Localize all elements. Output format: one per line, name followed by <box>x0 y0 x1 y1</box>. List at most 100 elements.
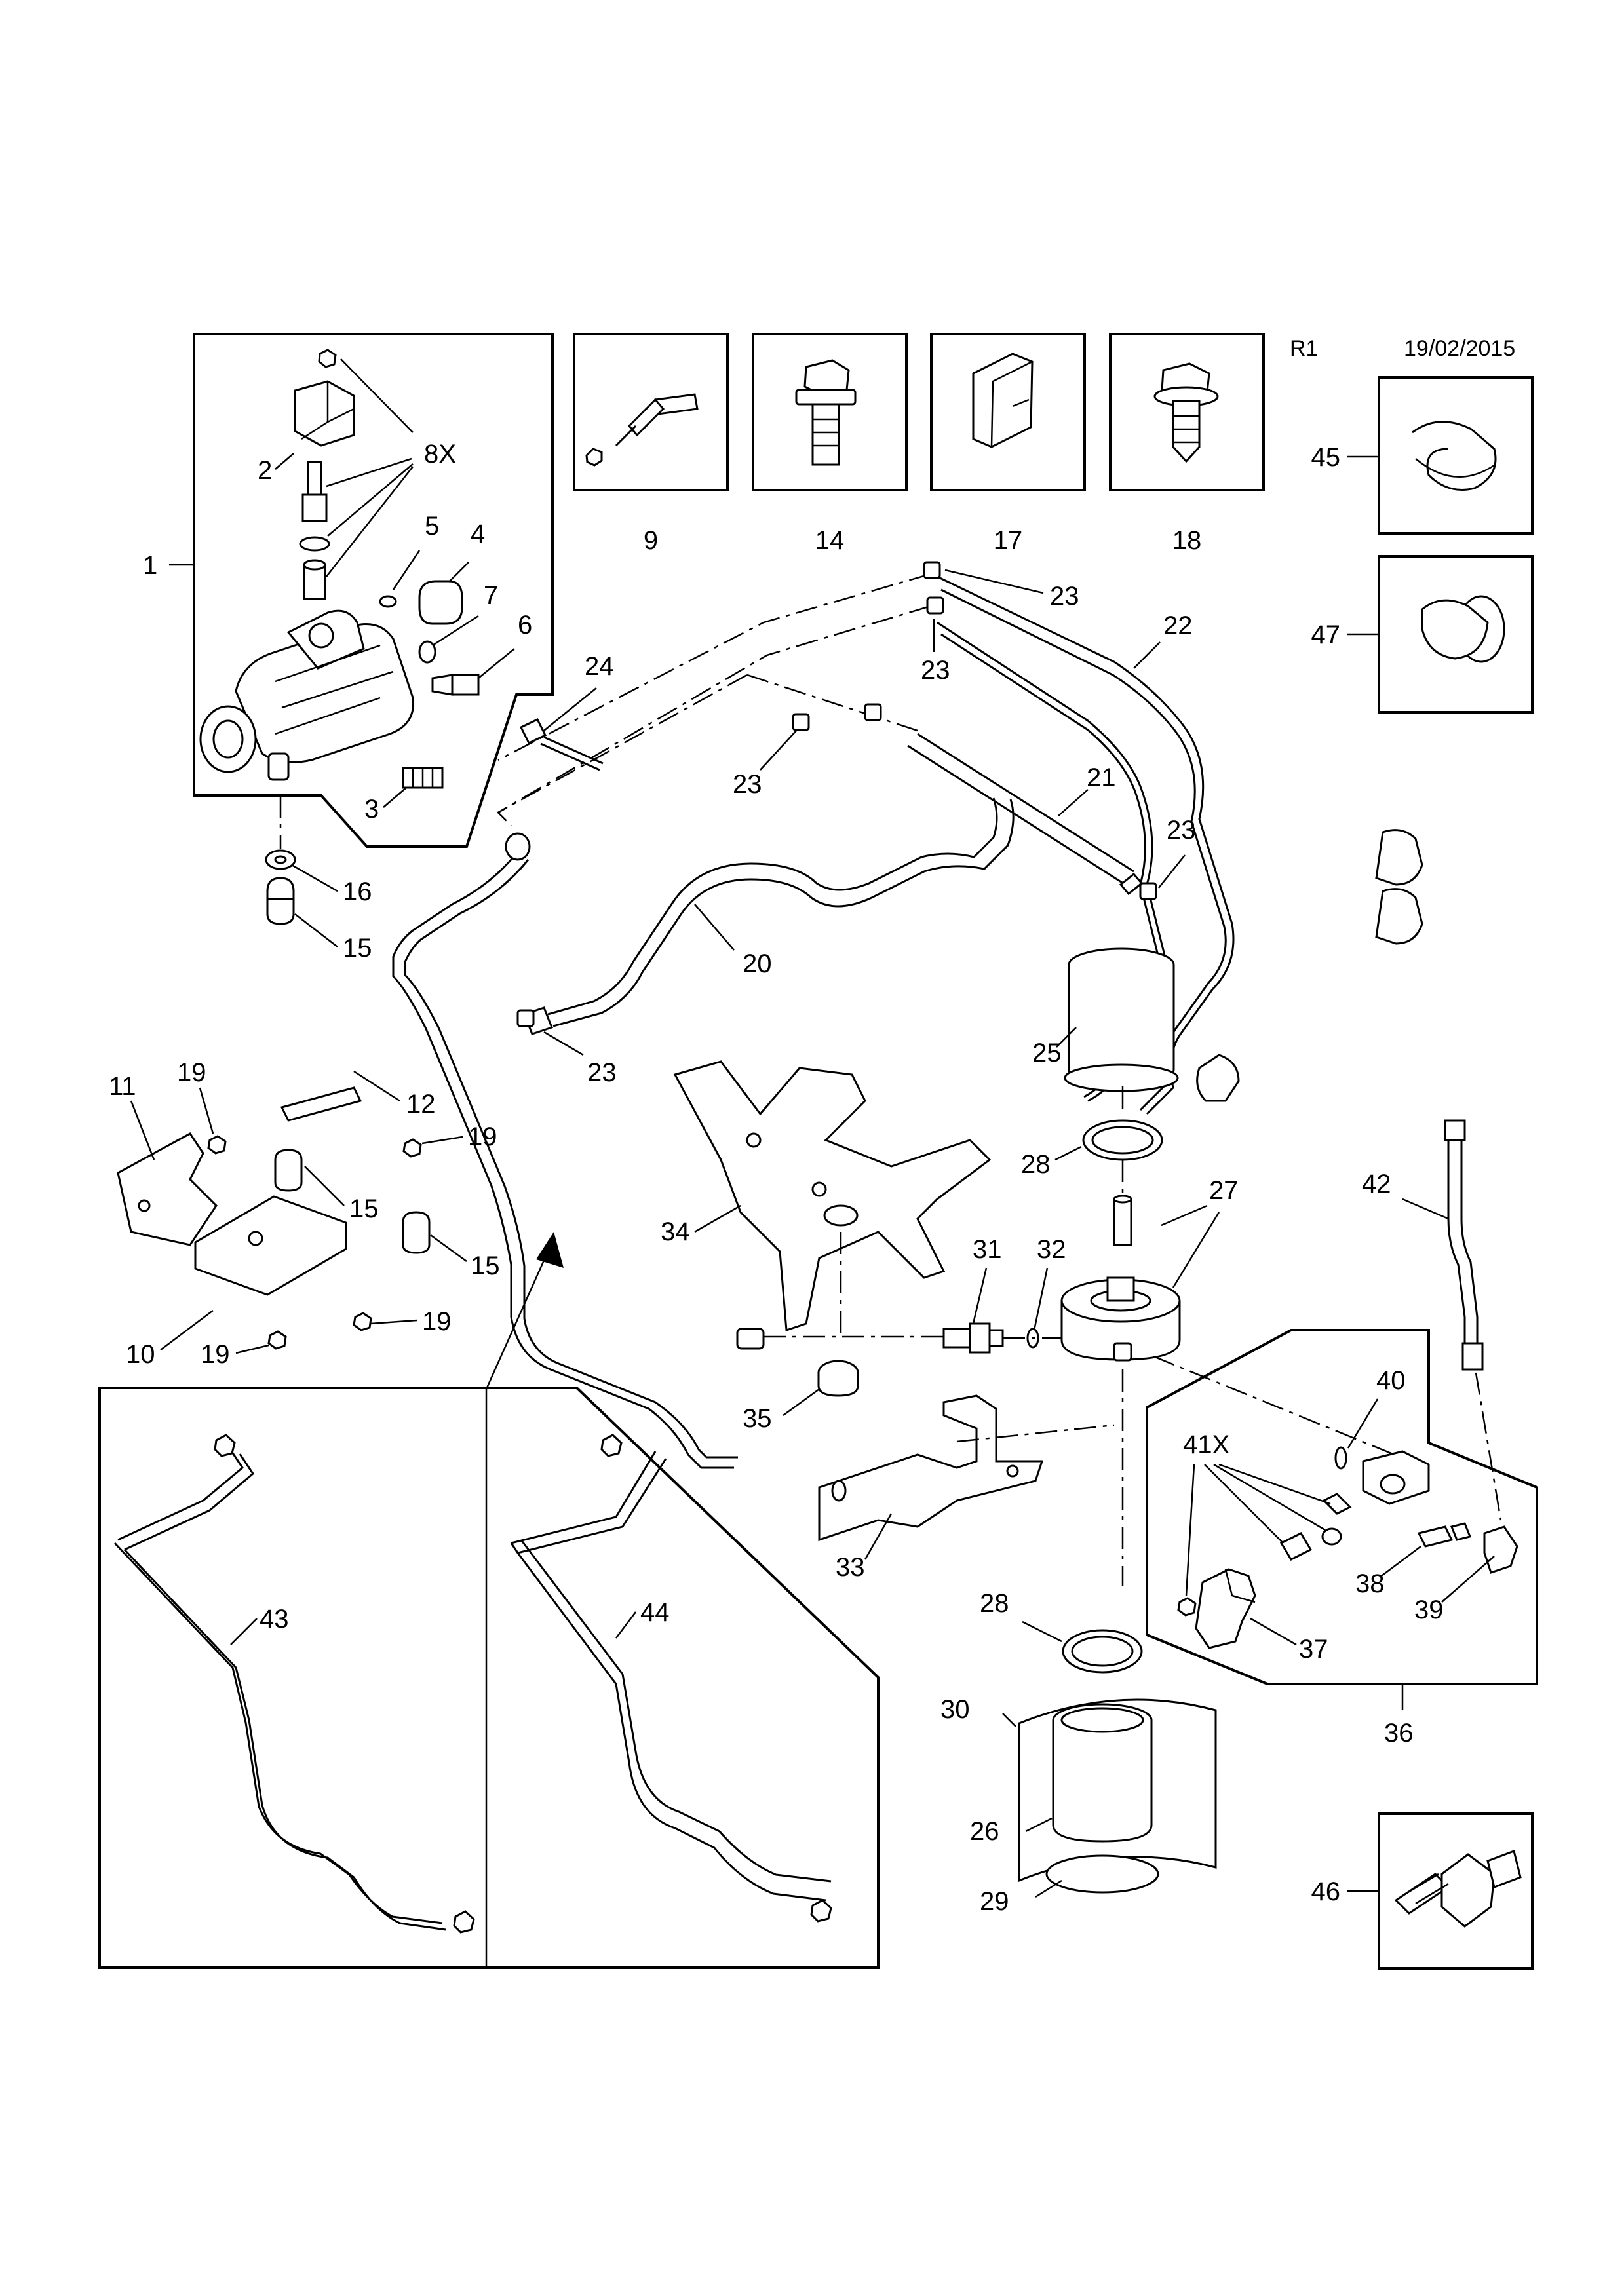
filter-cap-25 <box>1064 947 1179 1092</box>
callout-12: 12 <box>406 1090 436 1119</box>
callout-21: 21 <box>1087 763 1116 792</box>
callout-8x: 8X <box>424 440 456 469</box>
callout-38: 38 <box>1355 1569 1385 1598</box>
callout-46: 46 <box>1311 1877 1341 1906</box>
callout-33: 33 <box>836 1553 865 1582</box>
mounts-15-bracket <box>274 1149 431 1254</box>
callout-4: 4 <box>471 520 485 548</box>
inset-box-18 <box>1109 333 1265 491</box>
high-pressure-pump <box>199 609 415 781</box>
callout-18: 18 <box>1172 526 1202 555</box>
callout-1: 1 <box>143 551 157 580</box>
sensor-subassembly-frame <box>1146 1329 1538 1710</box>
callout-28-b: 28 <box>980 1589 1009 1618</box>
inset-box-47 <box>1378 555 1534 714</box>
callout-20: 20 <box>743 949 772 978</box>
callout-44: 44 <box>640 1598 670 1627</box>
sensor-2 <box>294 349 355 447</box>
callout-15-c: 15 <box>471 1252 500 1280</box>
callout-19-a: 19 <box>177 1058 206 1087</box>
callout-19-c: 19 <box>422 1307 452 1336</box>
fitting-31 <box>942 1322 1004 1354</box>
pipe-24-end <box>519 718 604 771</box>
callout-23-c: 23 <box>733 770 762 799</box>
bracket-33 <box>818 1394 1044 1542</box>
callout-23-e: 23 <box>587 1058 617 1087</box>
callout-14: 14 <box>815 526 845 555</box>
revision-label: R1 <box>1290 336 1318 361</box>
callout-11: 11 <box>109 1072 136 1101</box>
callout-37: 37 <box>1299 1635 1328 1664</box>
seal-28-upper <box>1082 1119 1163 1161</box>
callout-2: 2 <box>258 456 272 485</box>
callout-42: 42 <box>1362 1170 1391 1198</box>
callout-43: 43 <box>260 1605 289 1634</box>
hose-22 <box>937 575 1423 1115</box>
callout-36: 36 <box>1384 1719 1414 1748</box>
inset-box-43-44 <box>98 1387 880 1969</box>
callout-45: 45 <box>1311 443 1341 472</box>
callout-30: 30 <box>940 1695 970 1724</box>
callout-39: 39 <box>1414 1596 1444 1624</box>
union-38 <box>1417 1522 1472 1548</box>
fitting-4-5 <box>379 580 463 625</box>
filter-cartridge-26 <box>1052 1703 1153 1843</box>
callout-19-b: 19 <box>468 1122 497 1151</box>
seal-35 <box>817 1360 859 1397</box>
pipe-44 <box>510 1434 832 1923</box>
spacer-29 <box>1045 1854 1159 1894</box>
callout-23-b: 23 <box>921 656 950 685</box>
callout-7: 7 <box>484 581 498 610</box>
callout-9: 9 <box>644 526 658 555</box>
callout-17: 17 <box>994 526 1023 555</box>
pressure-valve-8x <box>299 461 330 600</box>
arrow-head <box>536 1232 564 1268</box>
inset-box-14 <box>752 333 908 491</box>
banjo-block <box>1362 1450 1430 1505</box>
seal-28-lower <box>1062 1629 1143 1674</box>
callout-10: 10 <box>126 1340 155 1369</box>
callout-41x: 41X <box>1183 1430 1229 1459</box>
callout-35: 35 <box>743 1404 772 1433</box>
inset-box-9 <box>573 333 729 491</box>
washer-40 <box>1334 1446 1347 1470</box>
hose-21 <box>907 733 1144 896</box>
sensor-37 <box>1195 1568 1256 1649</box>
callout-19-d: 19 <box>201 1340 230 1369</box>
pump-assembly-frame <box>169 333 554 848</box>
date-label: 19/02/2015 <box>1404 336 1515 361</box>
callout-25: 25 <box>1032 1039 1062 1067</box>
clamps-23 <box>516 561 1157 1027</box>
callout-5: 5 <box>425 512 439 541</box>
callout-34: 34 <box>661 1217 690 1246</box>
inset-box-45 <box>1378 376 1534 535</box>
filter-element-27 <box>1113 1195 1132 1246</box>
bracket-34 <box>673 1060 992 1332</box>
callout-15-b: 15 <box>349 1195 379 1223</box>
callout-32: 32 <box>1037 1235 1066 1264</box>
fittings-41x <box>1177 1493 1352 1617</box>
callout-24: 24 <box>585 652 614 681</box>
inset-box-17 <box>930 333 1086 491</box>
callout-27: 27 <box>1209 1176 1239 1205</box>
callout-23-d: 23 <box>1167 816 1196 845</box>
bracket-assembly-10 <box>117 1086 362 1296</box>
pipe-24-supply <box>392 832 765 1469</box>
union-3 <box>402 767 444 789</box>
callout-3: 3 <box>364 795 379 824</box>
filter-housing-27 <box>1060 1276 1181 1362</box>
hose-20 <box>523 797 1015 1035</box>
washer-16 <box>265 849 296 870</box>
callout-47: 47 <box>1311 621 1341 649</box>
callout-22: 22 <box>1163 611 1193 640</box>
mount-15-upper <box>266 877 295 925</box>
callout-40: 40 <box>1376 1366 1406 1395</box>
callout-6: 6 <box>518 611 532 640</box>
callout-28-a: 28 <box>1021 1150 1051 1179</box>
fitting-6-7 <box>418 640 480 696</box>
elbow-39 <box>1483 1525 1518 1574</box>
pipe-43 <box>113 1434 475 1934</box>
callout-26: 26 <box>970 1817 999 1846</box>
callout-31: 31 <box>973 1235 1002 1264</box>
